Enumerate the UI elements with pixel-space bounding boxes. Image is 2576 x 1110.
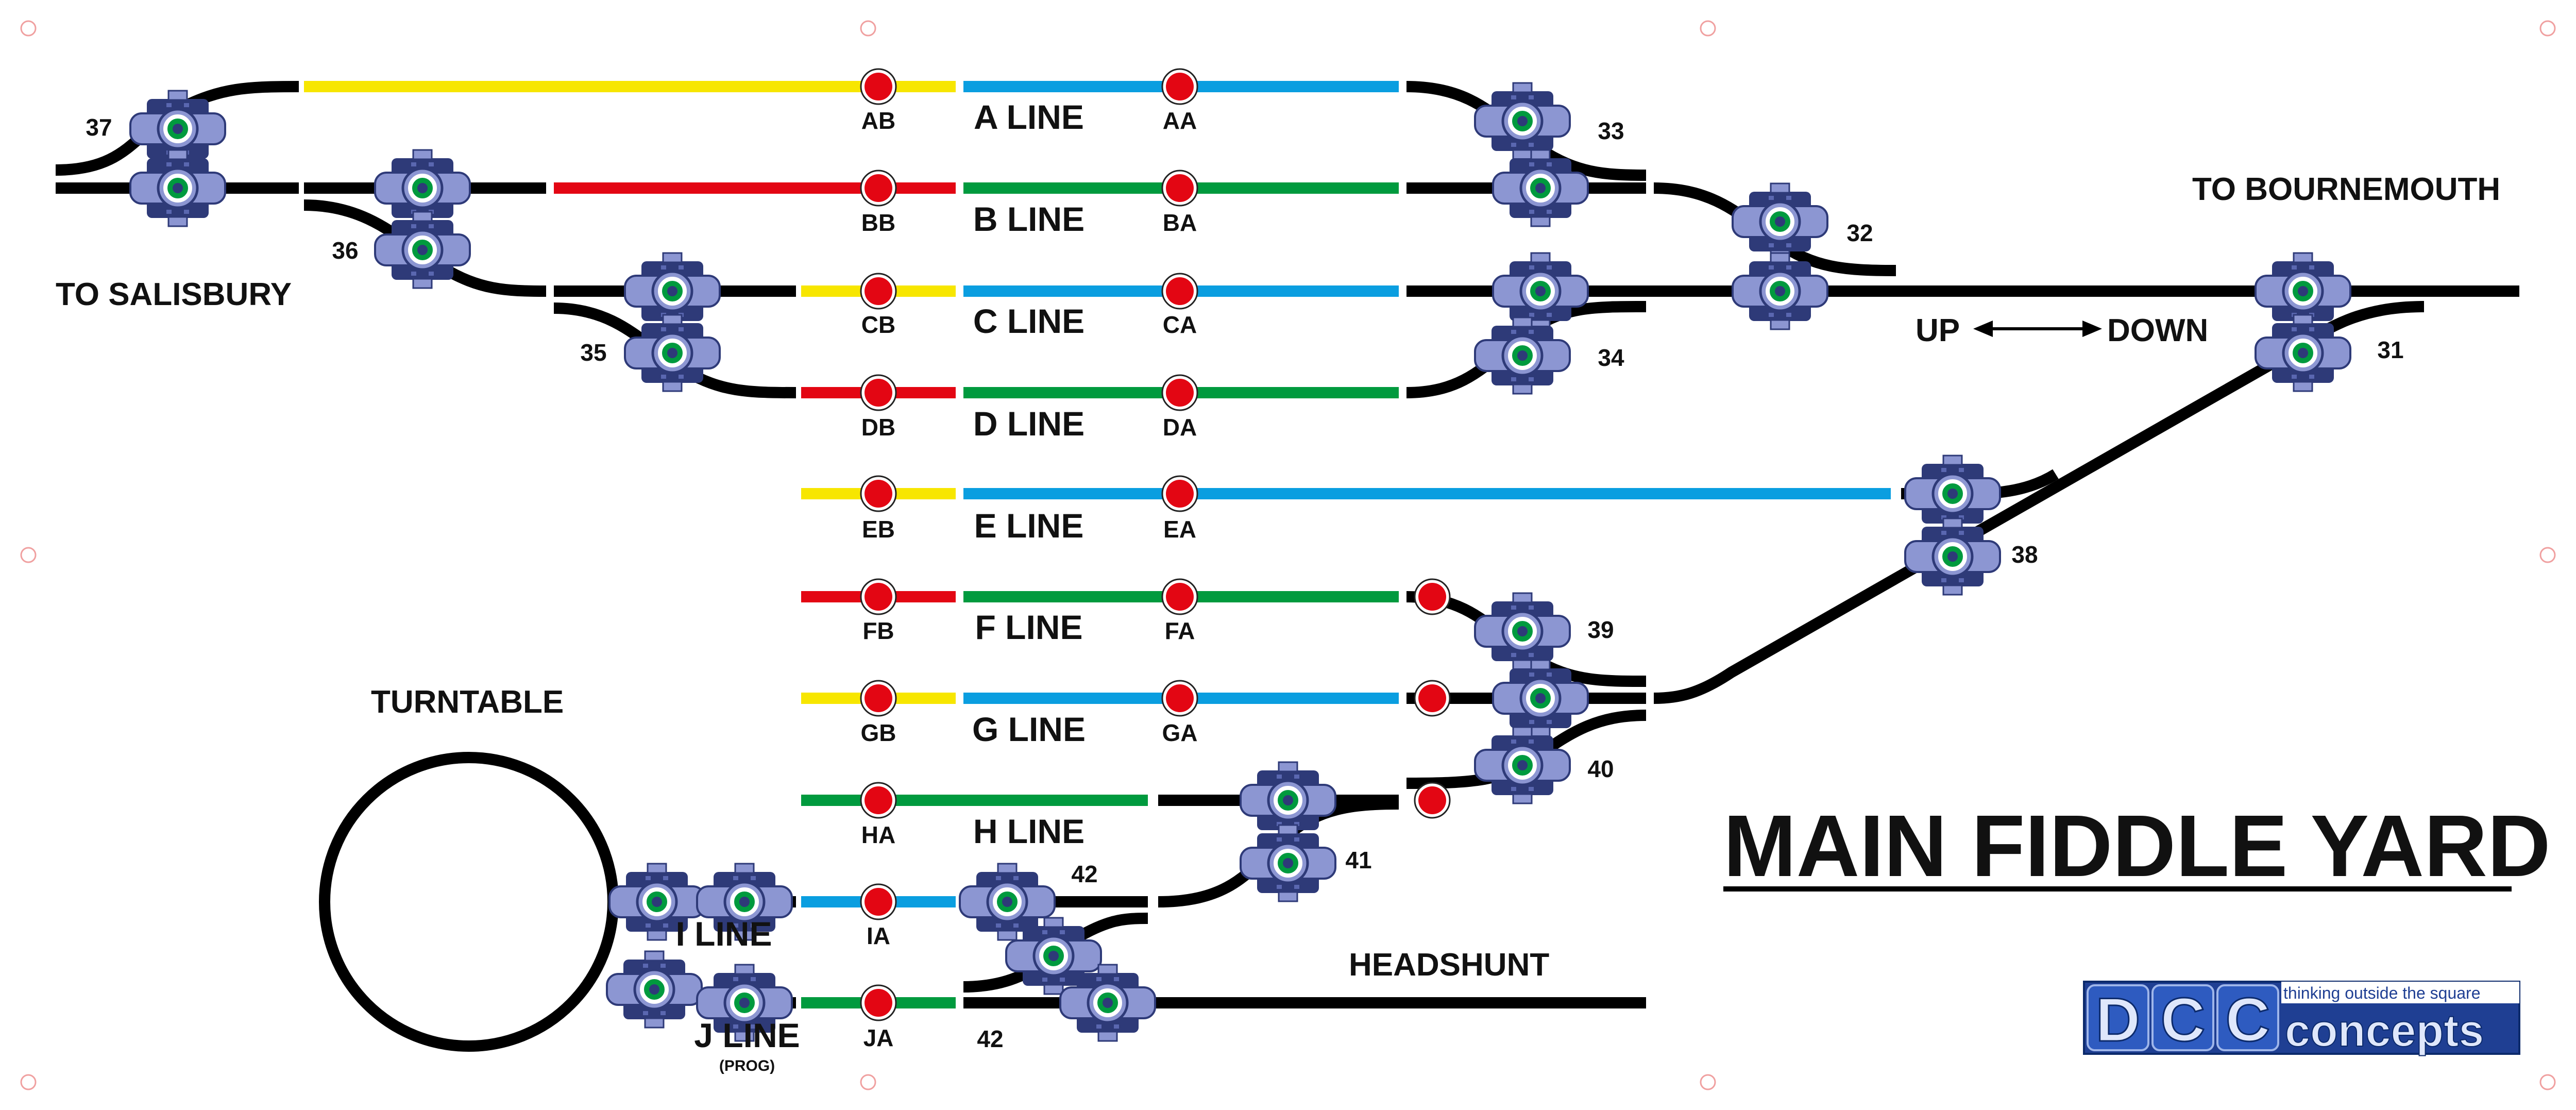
signal-label-gb: GB	[861, 719, 896, 746]
signal-ia	[860, 883, 897, 920]
destination-labels: TO SALISBURY TO BOURNEMOUTH UP DOWN TURN…	[56, 172, 2500, 983]
point-motor-34-b	[1475, 317, 1570, 394]
dcc-concepts-logo: D C C thinking outside the square concep…	[2083, 981, 2520, 1056]
signal-label-ca: CA	[1163, 311, 1197, 338]
signal-ab	[860, 68, 897, 105]
point-motor-37-b	[130, 150, 225, 226]
signal-ga	[1161, 680, 1198, 717]
signal-db	[860, 374, 897, 411]
point-number-31: 31	[2377, 337, 2403, 363]
signal-fa	[1161, 578, 1198, 615]
signal-fb	[860, 578, 897, 615]
signal-label-ha: HA	[861, 821, 895, 848]
point-number-32: 32	[1846, 220, 1873, 246]
signal-ba	[1161, 170, 1198, 207]
line-label-b: B LINE	[973, 200, 1084, 238]
page-title: MAIN FIDDLE YARD	[1723, 797, 2551, 895]
signal-bb	[860, 170, 897, 207]
signal-da	[1161, 374, 1198, 411]
point-motor-32-a	[1733, 183, 1827, 260]
signal-cb	[860, 273, 897, 310]
signal-label-bb: BB	[861, 209, 895, 236]
point-number-35: 35	[580, 339, 606, 366]
line-j-note: (PROG)	[719, 1057, 775, 1074]
signal-ea	[1161, 475, 1198, 512]
point-number-33: 33	[1598, 117, 1624, 144]
point-motor-41-b	[1241, 825, 1335, 901]
signals	[860, 68, 1451, 1021]
point-number-41: 41	[1345, 847, 1371, 873]
line-label-e: E LINE	[974, 507, 1084, 545]
line-label-h: H LINE	[973, 812, 1084, 850]
signal-ja	[860, 984, 897, 1021]
signal-label-db: DB	[861, 414, 895, 441]
line-label-f: F LINE	[975, 608, 1083, 646]
signal-label-fb: FB	[862, 617, 894, 644]
signal-label-eb: EB	[862, 516, 895, 543]
signal-aa	[1161, 68, 1198, 105]
signal-label-cb: CB	[861, 311, 895, 338]
point-number-38: 38	[2011, 541, 2038, 568]
point-motor-33-a	[1475, 83, 1570, 159]
to-salisbury-label: TO SALISBURY	[56, 277, 292, 312]
point-motor-39	[1475, 593, 1570, 669]
point-numbers: 37 36 35 33 34 32 31 38 39 40 41 42 42	[86, 114, 2403, 1052]
line-label-d: D LINE	[973, 405, 1084, 443]
line-label-j: J LINE	[694, 1016, 800, 1054]
line-labels: A LINE B LINE C LINE D LINE E LINE F LIN…	[675, 98, 1086, 1074]
line-label-a: A LINE	[974, 98, 1084, 136]
headshunt-label: HEADSHUNT	[1349, 947, 1549, 983]
logo-word: concepts	[2285, 1005, 2484, 1056]
turntable-ring	[319, 752, 619, 1052]
signal-label-ba: BA	[1163, 209, 1197, 236]
logo-letter-d: D	[2096, 985, 2141, 1054]
point-number-42-b: 42	[977, 1025, 1003, 1052]
point-number-39: 39	[1587, 616, 1614, 643]
point-motor-j-a	[607, 951, 702, 1028]
signal-label-ia: IA	[867, 922, 890, 949]
signal-f-exit	[1414, 578, 1451, 615]
logo-letter-c2: C	[2226, 985, 2270, 1054]
line-label-i: I LINE	[675, 915, 772, 953]
to-bournemouth-label: TO BOURNEMOUTH	[2192, 172, 2500, 207]
title-underline	[1723, 886, 2512, 892]
signal-label-fa: FA	[1165, 617, 1195, 644]
signal-label-ab: AB	[861, 107, 895, 134]
point-number-37: 37	[86, 114, 112, 141]
turntable-label: TURNTABLE	[371, 684, 564, 720]
signal-label-aa: AA	[1163, 107, 1197, 134]
line-label-c: C LINE	[973, 302, 1084, 340]
signal-label-ea: EA	[1163, 516, 1196, 543]
up-down-arrow	[1973, 321, 2102, 337]
signal-label-ja: JA	[863, 1024, 894, 1051]
logo-tagline: thinking outside the square	[2283, 984, 2480, 1002]
registration-marks	[20, 20, 2556, 1090]
signal-labels: AB AA BB BA CB CA DB DA EB EA FB FA GB G…	[861, 107, 1198, 1051]
signal-gb	[860, 680, 897, 717]
line-label-g: G LINE	[972, 710, 1086, 748]
point-number-34: 34	[1598, 344, 1624, 371]
point-number-42-a: 42	[1071, 861, 1097, 887]
signal-g-exit	[1414, 680, 1451, 717]
signal-ca	[1161, 273, 1198, 310]
signal-label-ga: GA	[1162, 719, 1198, 746]
signal-h-exit	[1414, 782, 1451, 819]
signal-eb	[860, 475, 897, 512]
point-motor-34-a	[1493, 253, 1588, 329]
point-number-40: 40	[1587, 755, 1614, 782]
signal-ha	[860, 782, 897, 819]
up-label: UP	[1916, 313, 1960, 348]
signal-label-da: DA	[1163, 414, 1197, 441]
down-label: DOWN	[2107, 313, 2208, 348]
point-number-36: 36	[332, 237, 358, 264]
logo-letter-c1: C	[2161, 985, 2206, 1054]
